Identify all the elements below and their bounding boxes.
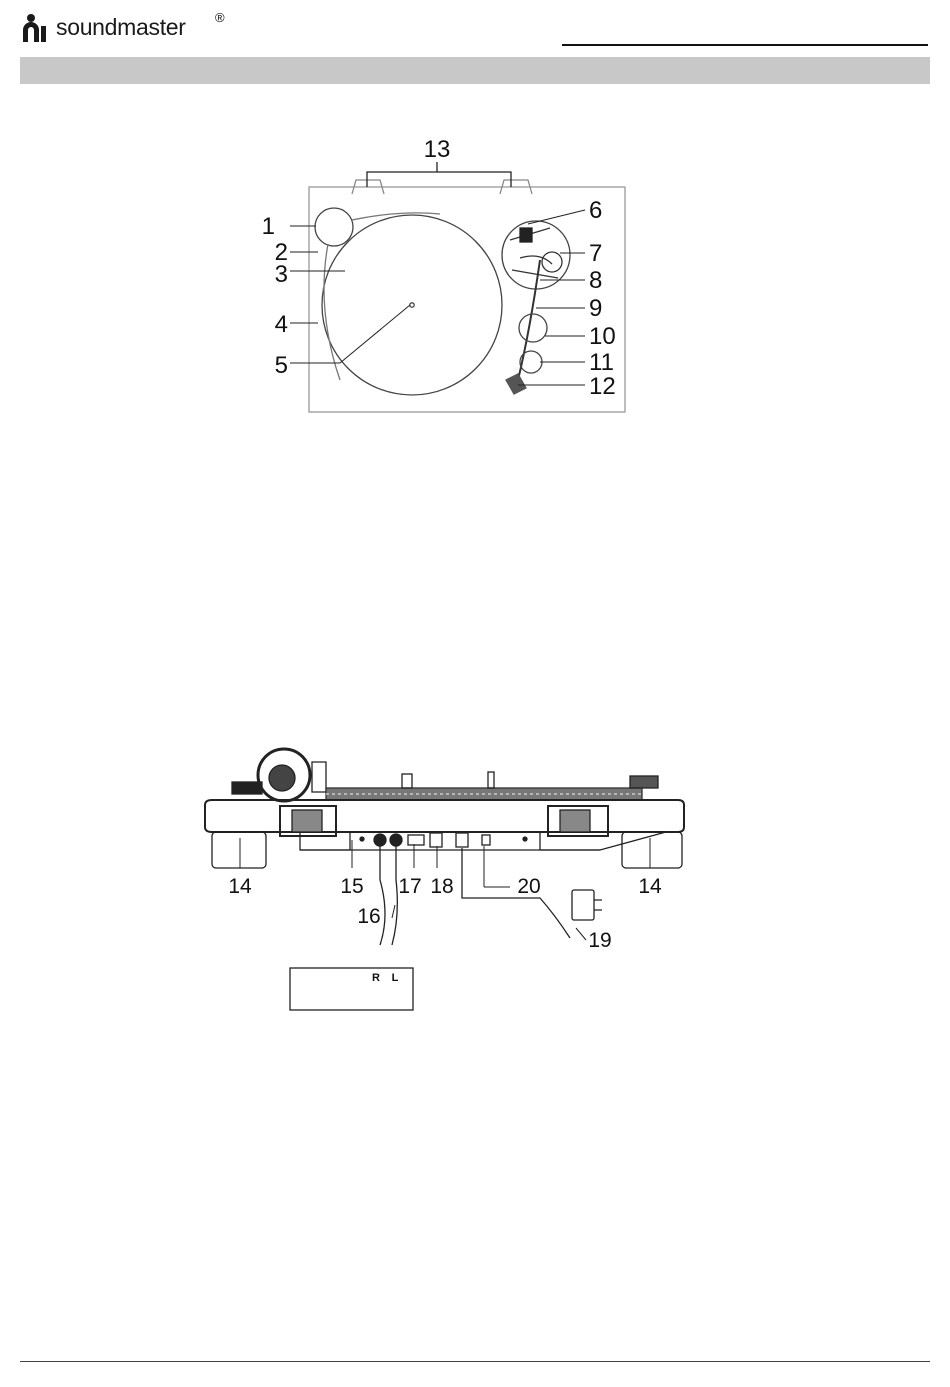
brand-name: soundmaster	[56, 14, 186, 41]
callout-8: 8	[589, 267, 602, 294]
footer-rule	[20, 1361, 930, 1362]
callout-11: 11	[589, 349, 614, 376]
callout-7: 7	[589, 240, 602, 267]
callout-9: 9	[589, 295, 602, 322]
callout-16: 16	[357, 905, 380, 928]
callout-4: 4	[275, 311, 288, 338]
callout-20: 20	[517, 875, 540, 898]
callout-15: 15	[340, 875, 363, 898]
turntable-rear-view: 14 14 15 16 17 18 19 20 R L	[0, 740, 950, 1040]
turntable-top-view: 1 2 3 4 5 6 7 8 9 10 11 12 13	[0, 140, 950, 600]
callout-18: 18	[430, 875, 453, 898]
callout-13: 13	[424, 136, 451, 163]
callout-10: 10	[589, 323, 616, 350]
callout-6: 6	[589, 197, 602, 224]
callout-19: 19	[588, 929, 611, 952]
registered-mark: ®	[215, 10, 225, 25]
callout-5: 5	[275, 352, 288, 379]
header-rule	[562, 44, 928, 46]
soundmaster-logo-icon	[20, 12, 52, 44]
amp-channel-r: R	[372, 972, 380, 984]
callout-17: 17	[398, 875, 421, 898]
callout-1: 1	[262, 213, 275, 240]
callout-3: 3	[275, 261, 288, 288]
callout-14-right: 14	[638, 875, 662, 898]
section-bar	[20, 57, 930, 84]
brand-logo: soundmaster ®	[20, 12, 220, 46]
amp-channel-l: L	[392, 972, 399, 984]
callout-14-left: 14	[228, 875, 252, 898]
callout-12: 12	[589, 373, 616, 400]
